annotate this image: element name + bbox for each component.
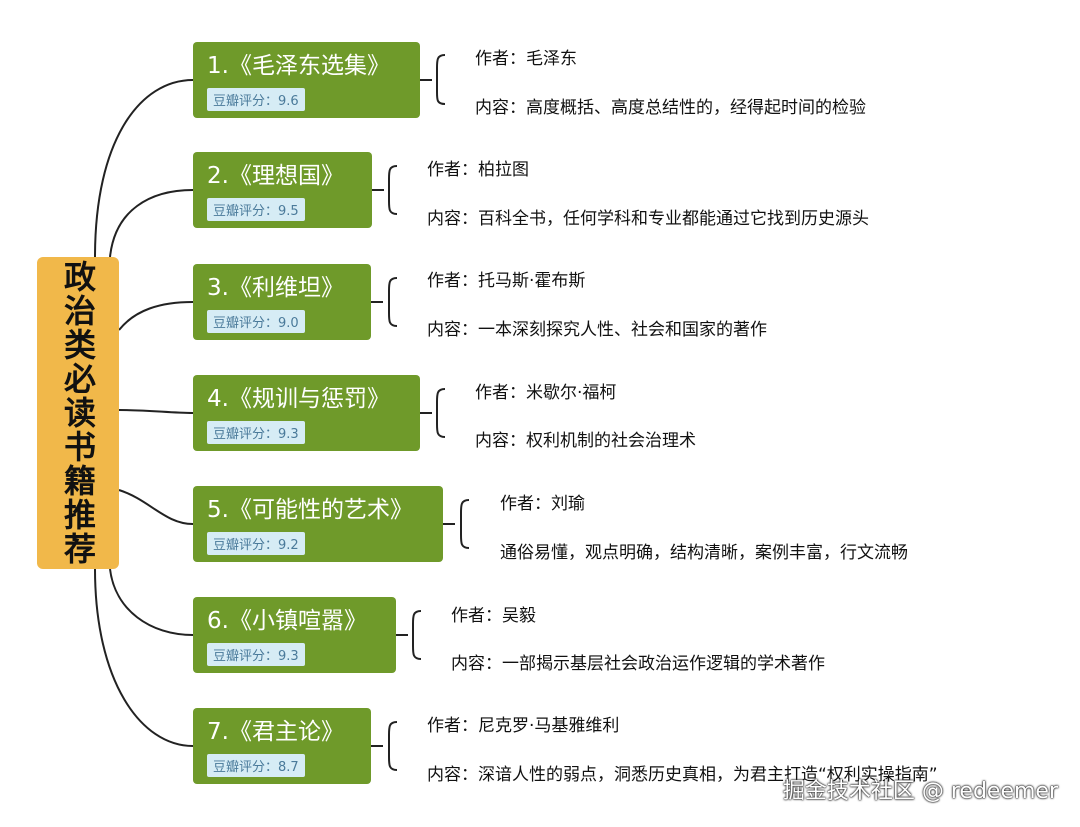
book-title: 1.《毛泽东选集》 (207, 53, 390, 79)
book-title: 2.《理想国》 (207, 163, 344, 189)
connector-root-book-3 (118, 301, 194, 331)
bracket-book-1 (420, 54, 446, 105)
book-title: 4.《规训与惩罚》 (207, 386, 390, 412)
rating-badge: 豆瓣评分：9.5 (207, 198, 305, 221)
book-5-content: 通俗易懂，观点明确，结构清晰，案例丰富，行文流畅 (500, 543, 908, 563)
book-node-6: 6.《小镇喧嚣》 豆瓣评分：9.3 (193, 597, 396, 673)
book-title: 5.《可能性的艺术》 (207, 497, 413, 523)
connector-root-book-6 (109, 568, 194, 636)
rating-badge: 豆瓣评分：8.7 (207, 754, 305, 777)
book-title: 3.《利维坦》 (207, 275, 344, 301)
book-7-author: 作者：尼克罗·马基雅维利 (427, 716, 620, 736)
book-node-3: 3.《利维坦》 豆瓣评分：9.0 (193, 264, 371, 340)
book-node-5: 5.《可能性的艺术》 豆瓣评分：9.2 (193, 486, 443, 562)
rating-badge: 豆瓣评分：9.2 (207, 532, 305, 555)
connector-root-book-4 (118, 409, 194, 414)
book-2-author: 作者：柏拉图 (427, 160, 529, 180)
bracket-book-7 (371, 721, 398, 771)
rating-badge: 豆瓣评分：9.3 (207, 643, 305, 666)
connector-root-book-2 (109, 189, 194, 258)
book-1-content: 内容：高度概括、高度总结性的，经得起时间的检验 (475, 98, 866, 118)
bracket-book-6 (396, 610, 422, 660)
book-2-content: 内容：百科全书，任何学科和专业都能通过它找到历史源头 (427, 209, 869, 229)
rating-badge: 豆瓣评分：9.3 (207, 421, 305, 444)
book-1-author: 作者：毛泽东 (475, 49, 577, 69)
root-topic: 政治类必读书籍推荐 (37, 257, 119, 569)
book-4-content: 内容：权利机制的社会治理术 (475, 431, 696, 451)
book-node-7: 7.《君主论》 豆瓣评分：8.7 (193, 708, 371, 784)
book-node-2: 2.《理想国》 豆瓣评分：9.5 (193, 152, 372, 228)
bracket-book-5 (443, 499, 470, 549)
watermark: 掘金技术社区 @ redeemer (782, 779, 1058, 804)
book-7-content: 内容：深谙人性的弱点，洞悉历史真相，为君主打造“权利实操指南” (427, 765, 938, 785)
rating-badge: 豆瓣评分：9.0 (207, 310, 305, 333)
bracket-book-3 (371, 277, 398, 327)
bracket-book-2 (372, 165, 398, 215)
connector-root-book-1 (94, 79, 194, 258)
book-title: 7.《君主论》 (207, 719, 344, 745)
book-3-author: 作者：托马斯·霍布斯 (427, 271, 586, 291)
root-title: 政治类必读书籍推荐 (59, 260, 97, 566)
rating-badge: 豆瓣评分：9.6 (207, 88, 305, 111)
book-node-4: 4.《规训与惩罚》 豆瓣评分：9.3 (193, 375, 420, 451)
book-node-1: 1.《毛泽东选集》 豆瓣评分：9.6 (193, 42, 420, 118)
connector-root-book-5 (118, 489, 194, 525)
book-4-author: 作者：米歇尔·福柯 (475, 383, 617, 403)
connector-root-book-7 (94, 568, 194, 747)
book-6-content: 内容：一部揭示基层社会政治运作逻辑的学术著作 (451, 654, 825, 674)
book-title: 6.《小镇喧嚣》 (207, 608, 367, 634)
book-6-author: 作者：吴毅 (451, 606, 536, 626)
bracket-book-4 (420, 388, 446, 438)
book-3-content: 内容：一本深刻探究人性、社会和国家的著作 (427, 320, 767, 340)
book-5-author: 作者：刘瑜 (500, 494, 585, 514)
